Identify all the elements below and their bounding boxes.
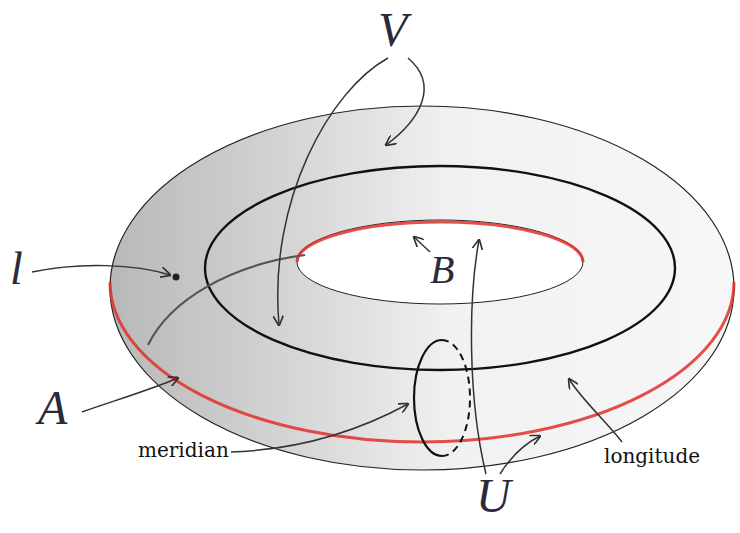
leader-line — [471, 240, 486, 474]
curve-name: meridian — [136, 440, 231, 460]
leader-line — [386, 58, 424, 145]
leader-line — [414, 237, 430, 252]
curve-a — [110, 282, 734, 442]
curve-letter: B — [430, 250, 454, 290]
region-letter: U — [476, 472, 511, 520]
curve-letter: A — [38, 384, 67, 432]
meridian-hidden — [442, 340, 470, 456]
leader-line — [230, 404, 408, 452]
point-dot — [173, 274, 180, 281]
leader-line — [500, 436, 540, 474]
leader-line — [569, 379, 622, 442]
curve-name: longitude — [602, 446, 702, 466]
leader-line — [82, 378, 178, 412]
torus-outline — [110, 106, 734, 470]
curve-l — [148, 255, 305, 345]
leader-line — [278, 58, 388, 325]
leader-line — [32, 266, 170, 275]
region-letter: V — [378, 6, 407, 54]
curve-letter: l — [10, 246, 23, 292]
torus-hole — [297, 220, 583, 304]
meridian-curve — [414, 340, 442, 456]
